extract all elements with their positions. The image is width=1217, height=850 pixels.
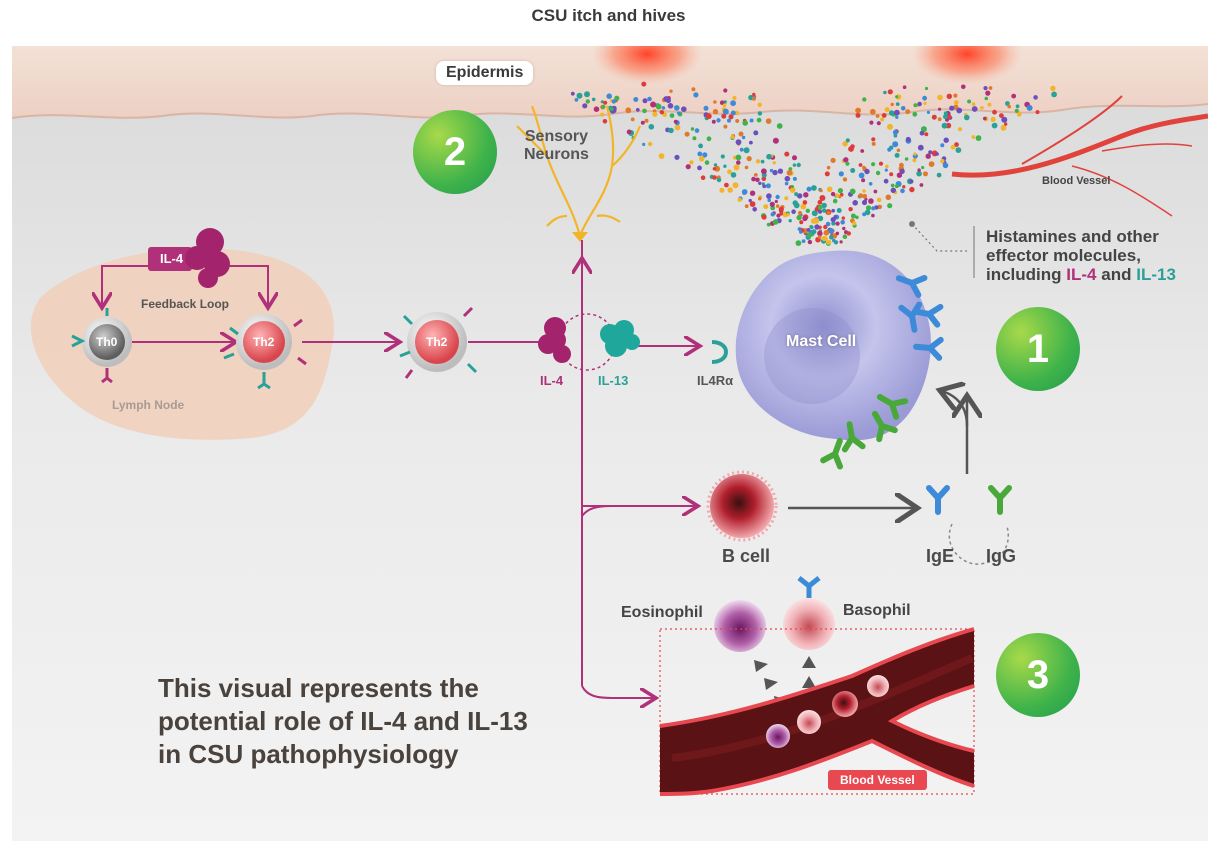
eosinophil-cell [714,600,766,652]
sensory-neurons [516,105,642,237]
histamines-and: and [1101,265,1132,284]
il13-protein [600,320,640,357]
mast-cell [735,250,931,441]
ige-label: IgE [926,546,955,566]
vessel-cells [766,675,889,748]
il4ra-label: IL4Rα [697,373,734,388]
histamines-line3: including IL-4 and IL-13 [986,265,1216,284]
histamines-il13: IL-13 [1136,265,1176,284]
antibody-icon [841,421,866,453]
caption: This visual represents the potential rol… [158,672,588,771]
th2-left-cell [223,314,307,390]
vessel-frame [659,628,975,795]
hive-right [912,46,1022,84]
step-3-badge: 3 [996,633,1080,717]
histamines-il4: IL-4 [1066,265,1097,284]
lymph-node-label: Lymph Node [112,398,185,412]
blood-vessel-bottom-label: Blood Vessel [828,770,927,790]
histamines-line1: Histamines and other [986,227,1159,246]
il4ra-receptor-icon [711,340,729,364]
ige-igg-antibodies [926,485,1012,515]
basophil-cell [783,576,835,650]
b-cell-label: B cell [722,546,771,566]
epidermis-label: Epidermis [436,61,534,85]
mast-cell-label: Mast Cell [786,333,857,350]
antibody-icon [988,485,1012,515]
header-title: CSU itch and hives [531,6,686,25]
diagram-canvas [12,46,1208,841]
histamines-including: including [986,265,1062,284]
antibody-icon [895,274,928,298]
antibody-icon [872,410,898,443]
blood-vessel-top [951,95,1208,217]
sensory-neurons-line1: Sensory [524,128,589,145]
eosinophil-label: Eosinophil [621,604,703,621]
antibody-icon [820,437,844,470]
il4-tag-label: IL-4 [160,251,184,266]
caption-line3: in CSU pathophysiology [158,739,459,769]
feedback-loop-label: Feedback Loop [141,297,230,311]
caption-line2: potential role of IL-4 and IL-13 [158,706,528,736]
cytokine-il13-label: IL-13 [598,373,629,388]
step-1-badge: 1 [996,307,1080,391]
th2-left-label: Th2 [253,335,275,349]
th0-label: Th0 [96,335,118,349]
basophil-label: Basophil [843,602,911,619]
th0-cell [71,308,132,384]
antibody-icon [898,301,923,333]
cytokine-il4-label: IL-4 [540,373,564,388]
il4-tag-bg [148,247,192,271]
step-2-badge: 2 [413,110,497,194]
il4-protein [538,317,571,363]
th2-middle-label: Th2 [426,335,448,349]
th2-middle-cell [399,306,478,379]
sensory-neurons-line2: Neurons [524,146,589,163]
antibody-icon [926,485,950,515]
il4-protein-feedback [185,228,230,288]
epidermis-band [12,46,1208,118]
hive-left [592,46,702,84]
blood-vessel-bottom [659,627,975,796]
igg-label: IgG [986,546,1016,566]
effector-particles [570,81,1057,247]
histamines-label: Histamines and other effector molecules,… [986,227,1216,284]
caption-line1: This visual represents the [158,673,479,703]
blood-vessel-top-label: Blood Vessel [1042,175,1111,187]
antibody-icon [913,336,944,361]
igg-antibodies-mast [820,394,909,470]
histamines-line2: effector molecules, [986,246,1141,265]
sensory-neurons-label: Sensory Neurons [524,128,589,164]
ige-antibodies-mast [895,274,944,361]
b-cell [706,470,778,542]
diagram-svg [12,46,1208,796]
antibody-icon [876,394,909,420]
